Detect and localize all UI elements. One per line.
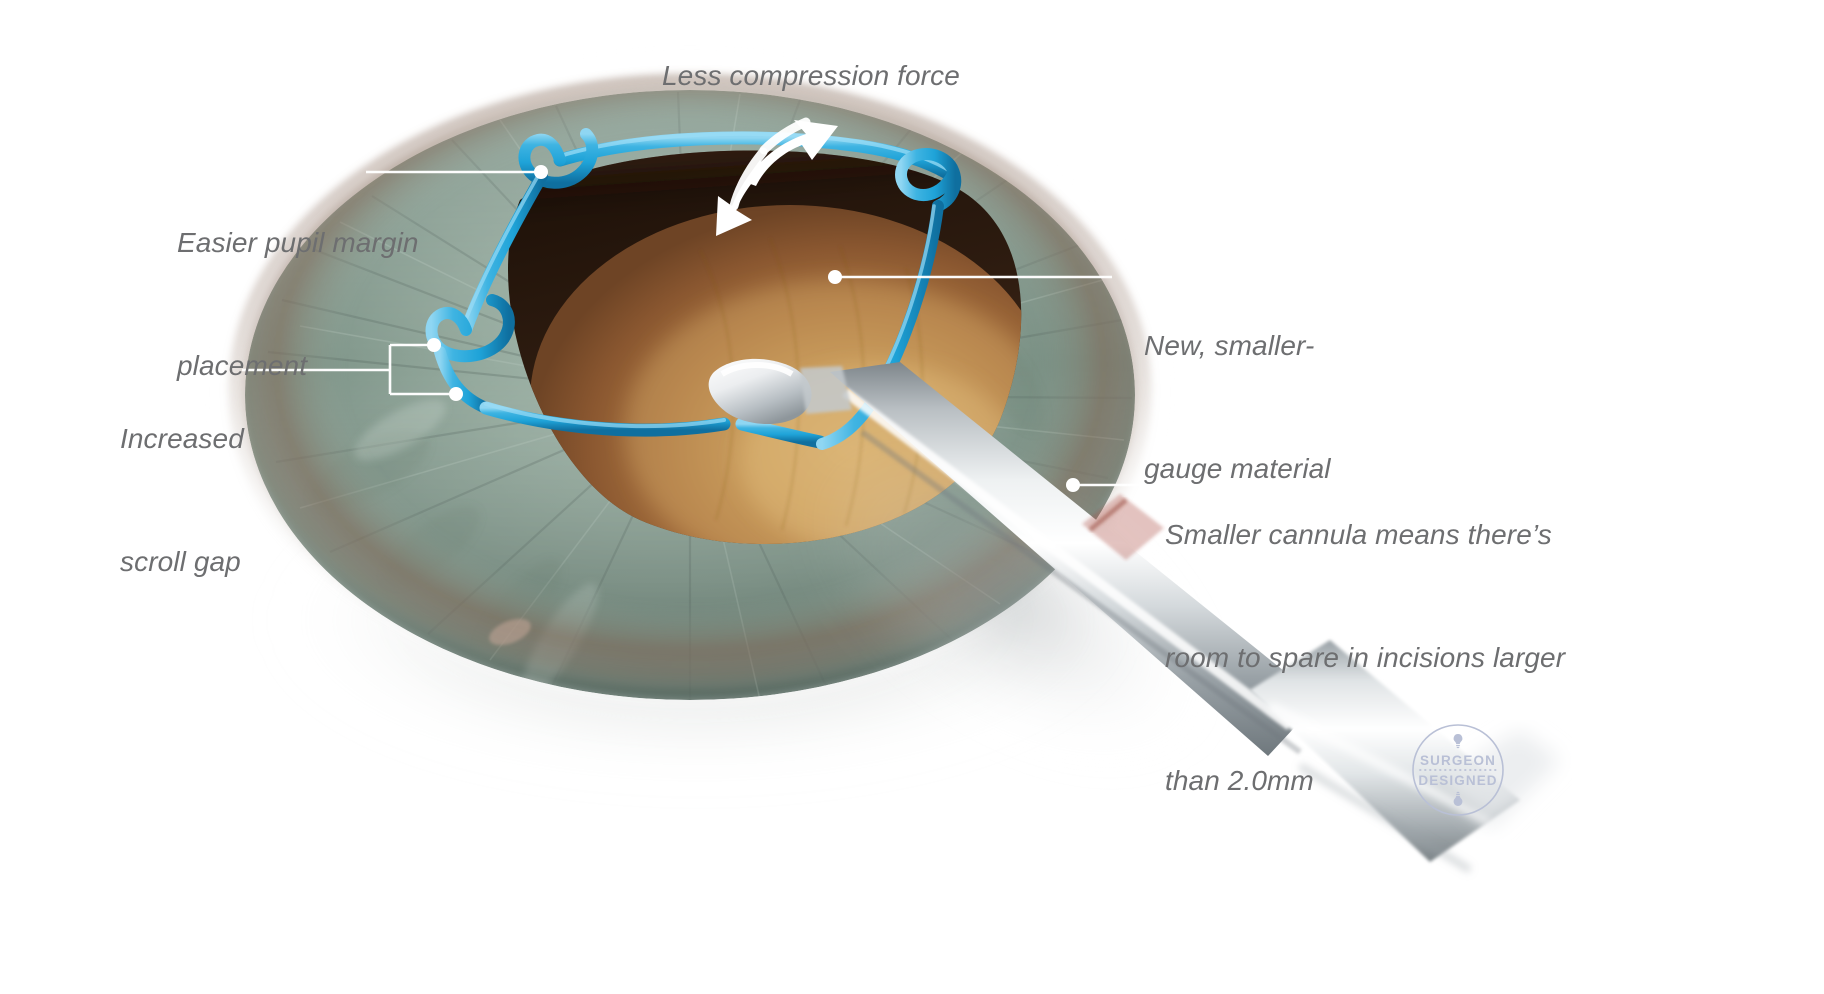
dot-cannula — [1066, 478, 1080, 492]
dot-pupil-margin — [534, 165, 548, 179]
leader-scroll-gap — [242, 343, 456, 396]
iris-nodule — [489, 618, 531, 646]
badge-line-1: SURGEON — [1420, 753, 1496, 768]
lightbulb-icon — [1453, 791, 1463, 806]
injector-cannula — [708, 358, 1560, 873]
surgeon-designed-badge: SURGEON DESIGNED — [1411, 723, 1505, 817]
callout-leaders — [242, 170, 1152, 487]
badge-ring — [1412, 724, 1504, 816]
badge-line-2: DESIGNED — [1418, 773, 1497, 788]
callout-dots — [427, 165, 1080, 492]
compression-force-arrow — [716, 117, 838, 236]
dot-scroll-gap-lower — [449, 387, 463, 401]
limbus-highlight — [235, 79, 1145, 705]
dot-scroll-gap-upper — [427, 338, 441, 352]
dot-gauge-material — [828, 270, 842, 284]
lightbulb-icon — [1453, 734, 1463, 749]
iol-optic-tip — [708, 358, 812, 424]
